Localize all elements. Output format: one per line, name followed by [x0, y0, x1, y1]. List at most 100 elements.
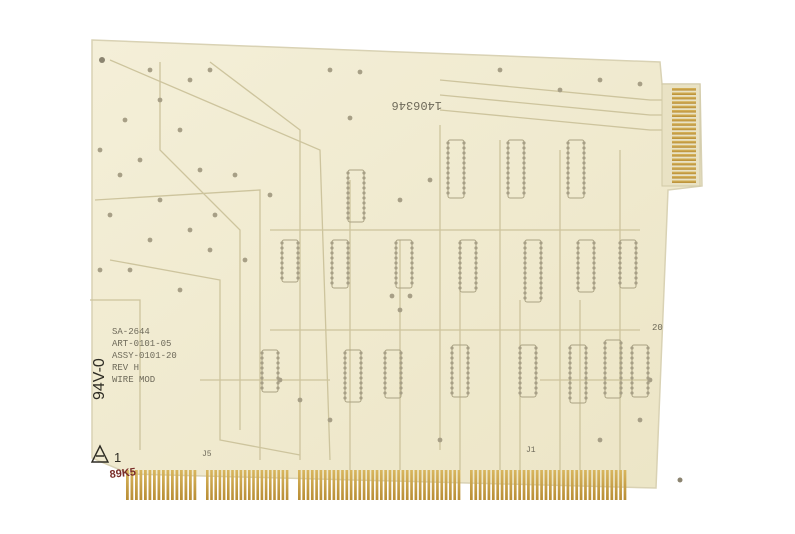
- via-pad: [619, 351, 623, 355]
- via-pad: [634, 256, 638, 260]
- via-pad: [127, 267, 133, 273]
- via-pad: [383, 361, 387, 365]
- via-pad: [592, 271, 596, 275]
- via-pad: [518, 356, 522, 360]
- via-pad: [592, 261, 596, 265]
- gold-finger: [496, 470, 500, 500]
- via-pad: [399, 361, 403, 365]
- via-pad: [97, 147, 103, 153]
- gold-finger: [544, 470, 548, 500]
- gold-finger: [418, 470, 422, 500]
- via-pad: [523, 286, 527, 290]
- via-pad: [630, 371, 634, 375]
- gold-finger: [672, 149, 696, 153]
- via-holes: [97, 67, 653, 443]
- via-pad: [399, 386, 403, 390]
- via-pad: [619, 361, 623, 365]
- via-pad: [618, 276, 622, 280]
- via-pad: [330, 241, 334, 245]
- via-pad: [497, 67, 503, 73]
- via-pad: [343, 366, 347, 370]
- via-pad: [362, 186, 366, 190]
- via-pad: [534, 361, 538, 365]
- via-pad: [576, 271, 580, 275]
- via-pad: [647, 377, 653, 383]
- via-pad: [646, 366, 650, 370]
- via-pad: [343, 391, 347, 395]
- gold-finger: [449, 470, 452, 500]
- via-pad: [506, 151, 510, 155]
- via-pad: [260, 356, 264, 360]
- gold-finger: [672, 101, 696, 104]
- via-pad: [117, 172, 123, 178]
- via-pad: [603, 386, 607, 390]
- gold-finger: [384, 470, 387, 500]
- gold-finger: [513, 470, 517, 500]
- via-pad: [147, 67, 153, 73]
- via-pad: [539, 246, 543, 250]
- via-pad: [568, 376, 572, 380]
- flammability-rating: 94V-0: [91, 358, 108, 400]
- via-pad: [458, 266, 462, 270]
- gold-finger: [431, 470, 435, 500]
- via-pad: [466, 386, 470, 390]
- gold-finger: [157, 470, 161, 500]
- via-pad: [450, 391, 454, 395]
- gold-finger: [610, 470, 614, 500]
- via-pad: [260, 361, 264, 365]
- revision-digit: 1: [114, 450, 121, 465]
- via-pad: [466, 376, 470, 380]
- via-pad: [566, 146, 570, 150]
- gold-finger: [436, 470, 439, 500]
- gold-finger: [570, 470, 574, 500]
- gold-finger: [310, 470, 314, 500]
- via-pad: [522, 181, 526, 185]
- via-pad: [296, 256, 300, 260]
- ref-j1: J1: [526, 446, 536, 455]
- via-pad: [346, 276, 350, 280]
- via-pad: [523, 271, 527, 275]
- via-pad: [506, 146, 510, 150]
- via-pad: [634, 251, 638, 255]
- via-pad: [474, 286, 478, 290]
- via-pad: [446, 141, 450, 145]
- via-pad: [260, 386, 264, 390]
- marking-line-2: ART-0101-05: [112, 339, 171, 349]
- via-pad: [603, 391, 607, 395]
- via-pad: [359, 356, 363, 360]
- gold-finger: [162, 470, 165, 500]
- via-pad: [474, 256, 478, 260]
- via-pad: [399, 351, 403, 355]
- gold-finger: [256, 470, 260, 500]
- gold-finger: [175, 470, 179, 500]
- via-pad: [523, 241, 527, 245]
- via-pad: [534, 346, 538, 350]
- via-pad: [359, 396, 363, 400]
- via-pad: [280, 261, 284, 265]
- gold-finger: [553, 470, 557, 500]
- via-pad: [359, 371, 363, 375]
- gold-finger: [672, 127, 696, 131]
- via-pad: [576, 246, 580, 250]
- marking-line-5: WIRE MOD: [112, 375, 155, 385]
- via-pad: [603, 346, 607, 350]
- via-pad: [637, 81, 643, 87]
- via-pad: [346, 176, 350, 180]
- via-pad: [568, 351, 572, 355]
- gold-finger: [584, 470, 587, 500]
- gold-fingers-bottom: [126, 470, 627, 500]
- gold-finger: [487, 470, 491, 500]
- via-pad: [539, 241, 543, 245]
- via-pad: [359, 376, 363, 380]
- via-pad: [619, 376, 623, 380]
- via-pad: [634, 246, 638, 250]
- ref-j5: J5: [202, 450, 212, 459]
- via-pad: [394, 256, 398, 260]
- via-pad: [410, 281, 414, 285]
- via-pad: [446, 156, 450, 160]
- via-pad: [462, 171, 466, 175]
- gold-finger: [672, 132, 696, 135]
- via-pad: [462, 181, 466, 185]
- gold-fingers-right: [672, 88, 696, 183]
- via-pad: [568, 381, 572, 385]
